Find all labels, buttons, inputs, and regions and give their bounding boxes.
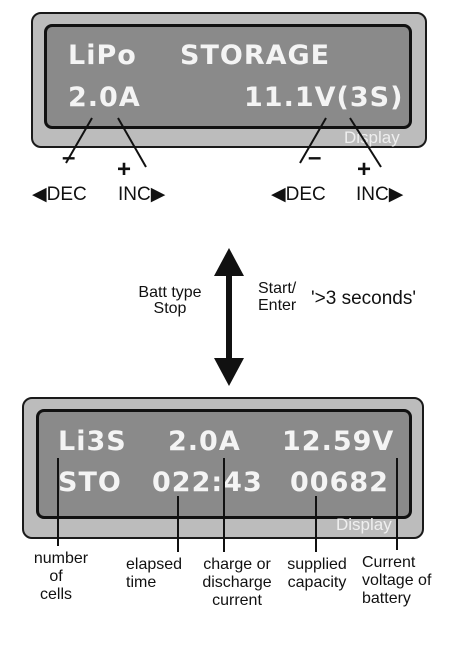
top-line2-voltage: 11.1V(3S) (244, 82, 404, 113)
leader-line-right-inc (349, 117, 382, 168)
annotation-capacity-1: supplied (287, 556, 347, 573)
top-display-label: Display (344, 128, 400, 147)
top-line1-battery-type: LiPo (68, 40, 137, 71)
bottom-line1-voltage: 12.59V (282, 426, 395, 457)
left-inc-key-label: INC▶ (118, 184, 166, 205)
annotation-time-1: elapsed (126, 556, 183, 573)
annotation-cells-1: number (33, 550, 89, 567)
bottom-display-label: Display (336, 515, 392, 534)
annotation-current-2: discharge (202, 574, 272, 591)
right-plus-sign: + (357, 156, 372, 183)
transition-arrow (214, 248, 244, 386)
batt-type-label: Batt type (138, 284, 202, 301)
right-dec-key-label: ◀DEC (271, 184, 326, 205)
annotation-voltage-1: Current (362, 554, 416, 571)
annotation-current-3: current (212, 592, 262, 609)
annotation-capacity-2: capacity (287, 574, 347, 591)
hold-duration-note: '>3 seconds' (311, 288, 416, 309)
top-lcd-screen (44, 24, 412, 129)
right-inc-key-label: INC▶ (356, 184, 404, 205)
bottom-line2-capacity: 00682 (290, 467, 389, 498)
leader-line-left-inc (117, 117, 147, 168)
left-dec-key-label: ◀DEC (32, 184, 87, 205)
annotation-cells-3: cells (39, 586, 72, 603)
left-plus-sign: + (117, 156, 132, 183)
stop-label: Stop (153, 300, 187, 317)
leader-line-left-dec (65, 117, 93, 164)
annotation-voltage-2: voltage of (362, 572, 432, 589)
bottom-line2-mode: STO (58, 467, 122, 498)
right-minus-sign: – (308, 144, 322, 171)
top-line1-mode: STORAGE (180, 40, 331, 71)
leader-line-right-dec (299, 117, 327, 164)
start-label: Start/ (258, 280, 297, 297)
enter-label: Enter (258, 297, 297, 314)
top-line2-current: 2.0A (68, 82, 141, 113)
left-minus-sign: – (62, 144, 76, 171)
annotation-voltage-3: battery (362, 590, 411, 607)
bottom-line1-cells: Li3S (58, 426, 127, 457)
annotation-cells-2: of (49, 568, 63, 585)
bottom-line2-time: 022:43 (152, 467, 263, 498)
annotation-time-2: time (126, 574, 157, 591)
annotation-current-1: charge or (203, 556, 271, 573)
bottom-line1-current: 2.0A (168, 426, 241, 457)
